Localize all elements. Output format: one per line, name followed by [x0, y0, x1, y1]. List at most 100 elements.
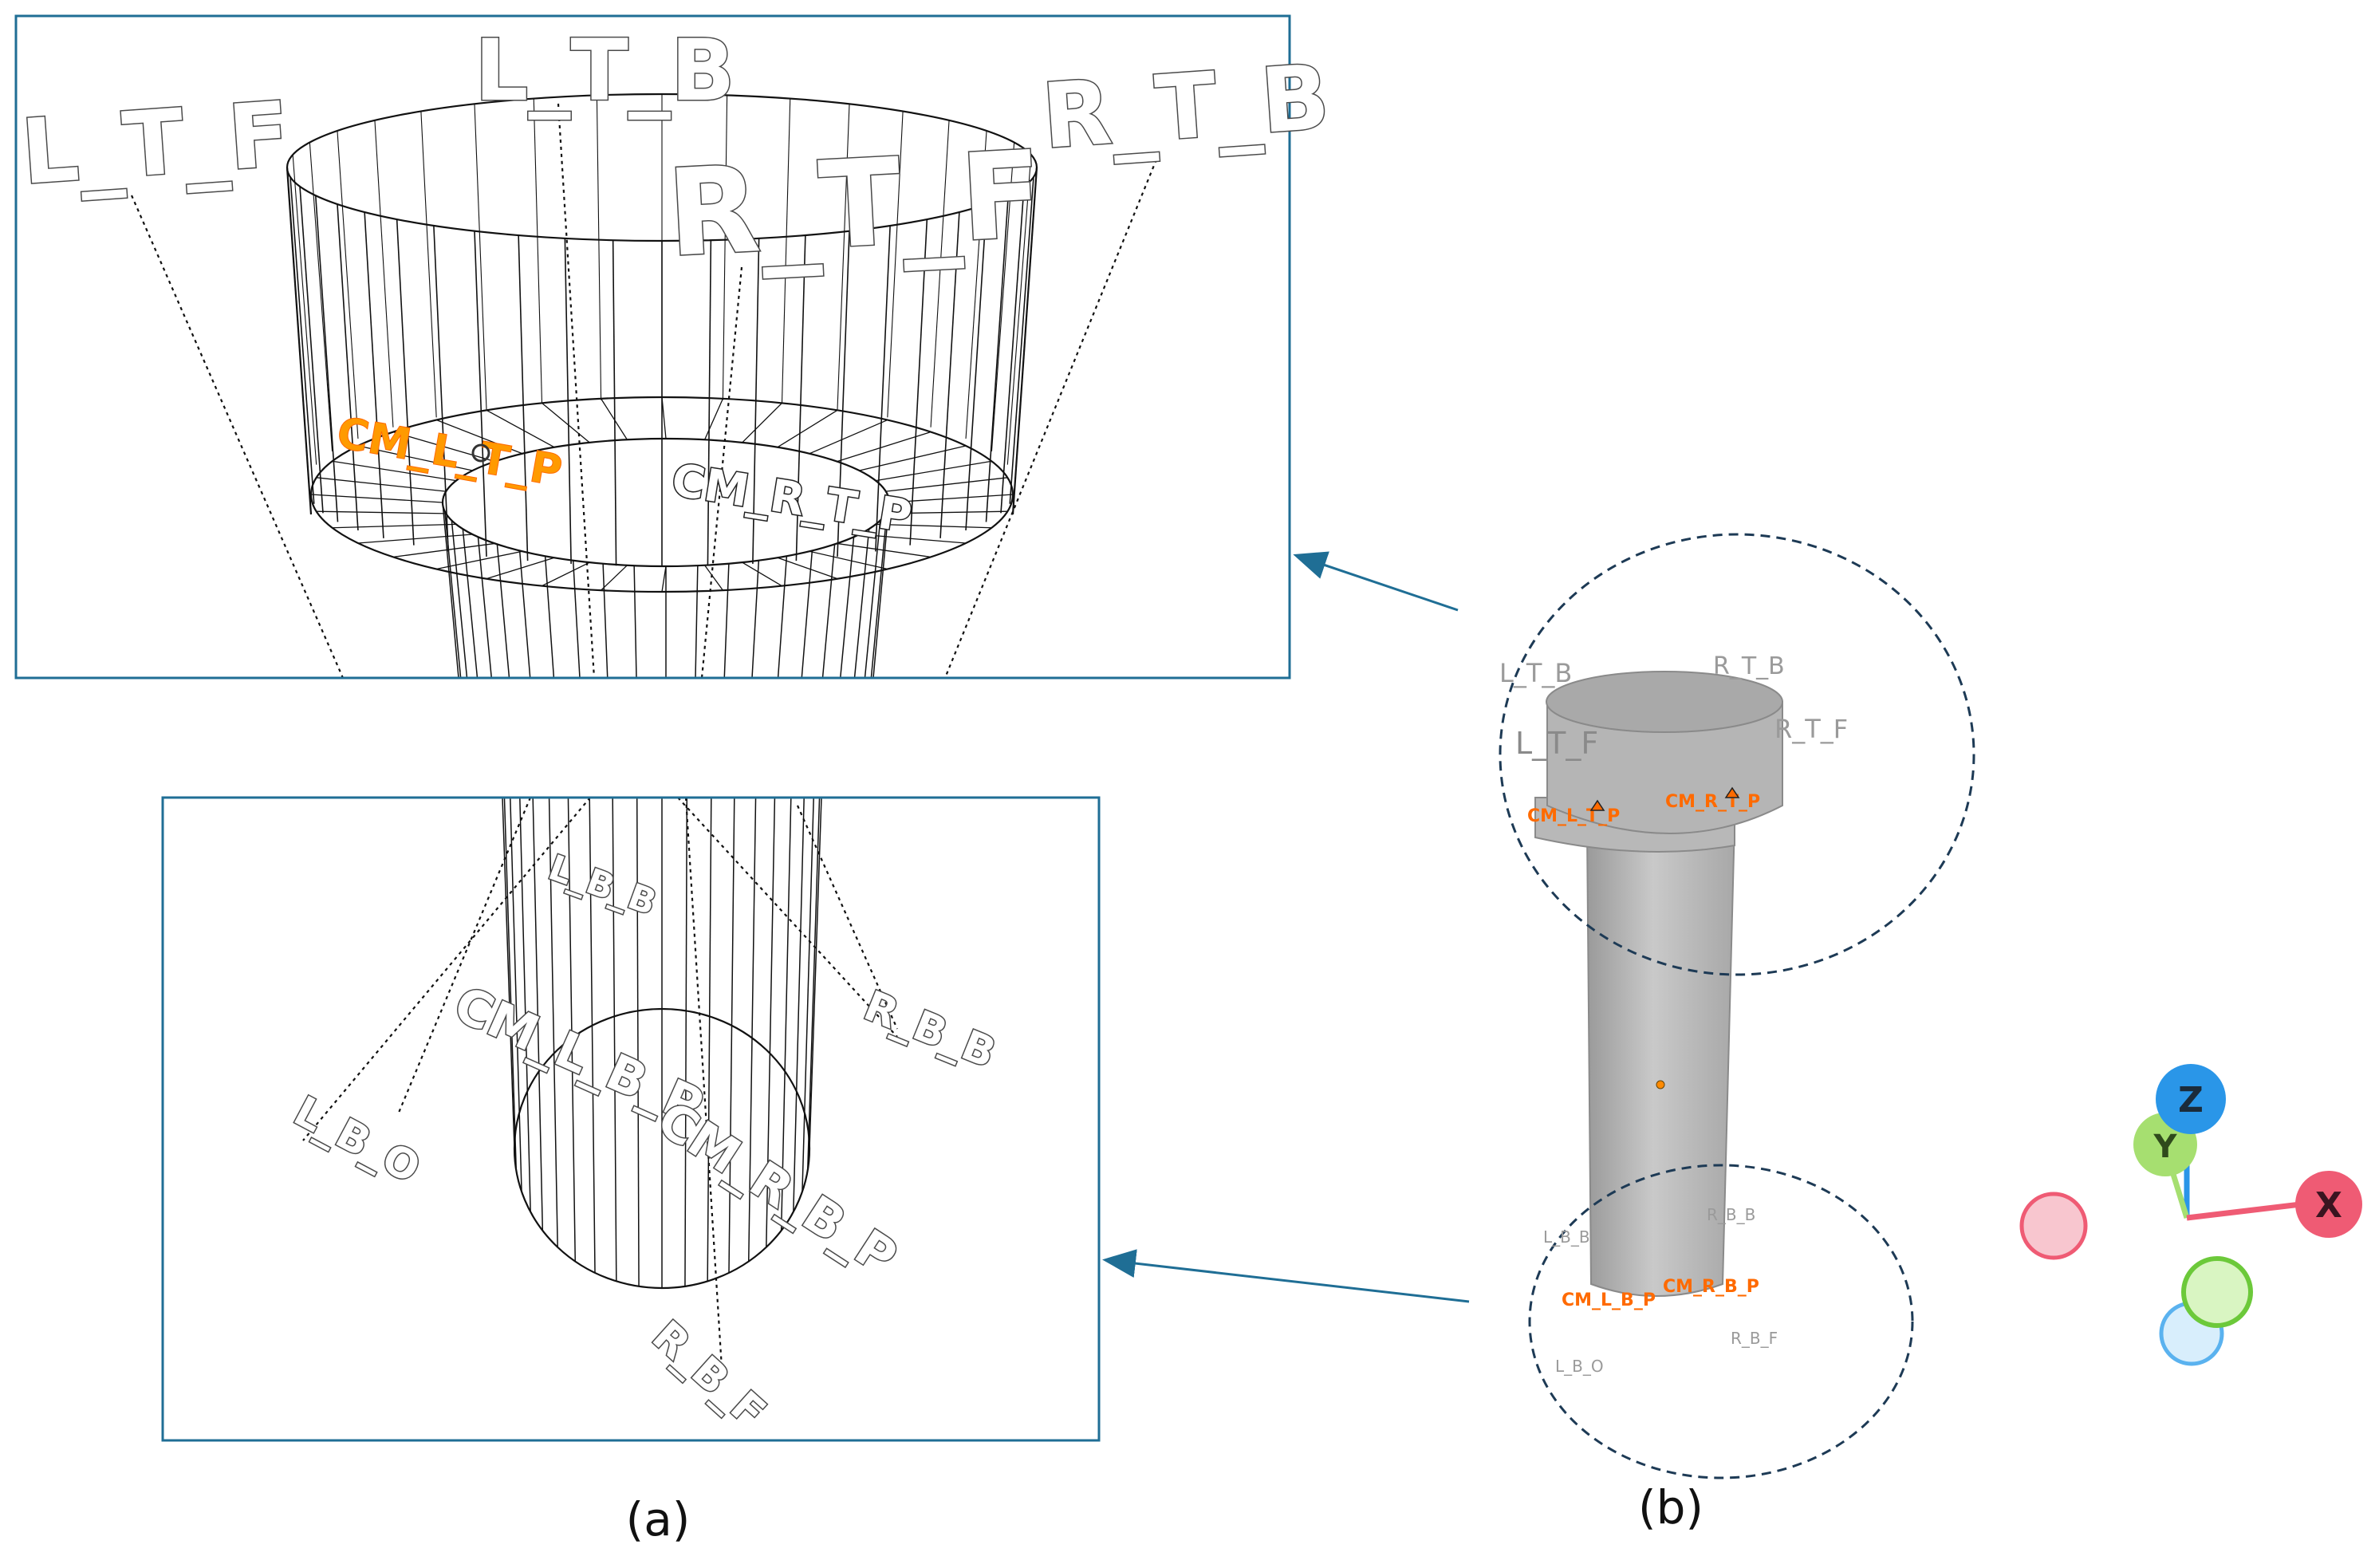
wire-line	[1006, 154, 1032, 465]
wire-line	[533, 98, 543, 404]
wire-line	[548, 798, 558, 1247]
wire-line	[885, 477, 1008, 492]
wire-line	[510, 798, 522, 1192]
model-label-l-b-b: L_B_B	[1543, 1227, 1590, 1247]
label-cm-r-t-p: CM_R_T_P	[668, 455, 916, 544]
label-r-t-b: R_T_B	[1039, 45, 1333, 169]
wire-line	[684, 798, 688, 1286]
wire-line	[518, 550, 531, 678]
marker-triangle-icon	[1724, 786, 1740, 798]
label-l-t-f: L_T_F	[18, 83, 293, 205]
wire-line	[965, 130, 987, 439]
wire-line	[444, 511, 462, 678]
bottom-highlight-circle	[1528, 1164, 1914, 1479]
label-l-t-b: L_T_B	[475, 22, 735, 120]
model-label-r-b-f: R_B_F	[1731, 1329, 1778, 1348]
wire-line	[991, 142, 1015, 451]
center-point-icon	[1656, 1080, 1665, 1089]
wire-line	[837, 431, 932, 463]
x-axis-ball[interactable]	[2295, 1171, 2362, 1238]
wire-line	[781, 98, 791, 404]
wire-line	[567, 798, 577, 1262]
label-l-b-b: L_B_B	[543, 847, 661, 924]
top-panel-frame	[14, 14, 1291, 680]
neg-y-axis-ball[interactable]	[2181, 1256, 2253, 1328]
wire-line	[870, 511, 888, 678]
wire-line	[392, 542, 495, 558]
wire-line	[364, 211, 384, 538]
wire-line	[589, 798, 596, 1273]
wire-line	[872, 502, 890, 678]
cup-wall-lines	[289, 94, 1034, 566]
label-r-t-f: R_T_F	[664, 126, 1046, 284]
wire-line	[780, 798, 792, 1231]
model-label-cm-l-b-p: CM_L_B_P	[1562, 1290, 1656, 1310]
arrow-to-bottom-panel	[1102, 1249, 1470, 1303]
neg-x-axis-ball[interactable]	[2019, 1192, 2088, 1260]
wire-line	[477, 537, 493, 678]
wire-line	[809, 550, 888, 570]
wire-line	[704, 565, 723, 591]
wire-line	[292, 154, 317, 465]
wire-line	[310, 494, 443, 503]
wire-line	[357, 534, 473, 544]
wire-line	[332, 460, 456, 482]
wire-line	[542, 561, 590, 587]
model-label-l-t-b: L_T_B	[1499, 658, 1572, 688]
wire-line	[930, 120, 950, 427]
label-r-b-f: R_B_F	[643, 1312, 774, 1436]
wire-line	[909, 219, 928, 546]
label-l-b-o: L_B_O	[286, 1088, 427, 1193]
wire-line	[337, 203, 359, 531]
wire-line	[661, 565, 667, 593]
wire-line	[309, 142, 333, 451]
bottom-panel-frame	[161, 796, 1101, 1442]
model-label-r-t-b: R_T_B	[1713, 652, 1785, 680]
wire-line	[435, 419, 523, 455]
wire-line	[985, 195, 1010, 522]
wire-line	[502, 798, 515, 1149]
x-axis-label: X	[2315, 1185, 2342, 1226]
wire-line	[707, 240, 712, 566]
wire-line	[601, 565, 628, 591]
top-highlight-circle	[1499, 533, 1975, 976]
wire-line	[572, 560, 581, 678]
wire-line	[723, 563, 730, 678]
wire-line	[707, 798, 712, 1282]
wire-line	[496, 544, 510, 678]
wire-line	[853, 529, 870, 678]
model-label-cm-r-t-p: CM_R_T_P	[1665, 792, 1760, 812]
model-shaft	[1585, 820, 1736, 1297]
wire-line	[518, 234, 529, 561]
wire-line	[751, 560, 760, 678]
wire-line	[1009, 176, 1034, 504]
wire-line	[316, 477, 447, 492]
wire-line	[314, 195, 339, 522]
model-label-cm-r-b-p: CM_R_B_P	[1663, 1277, 1759, 1297]
model-label-cm-l-t-p: CM_L_T_P	[1527, 806, 1620, 826]
bottom-wireframe	[302, 798, 899, 1369]
wire-line	[633, 565, 637, 678]
wire-line	[839, 537, 855, 678]
wire-line	[486, 409, 555, 448]
bottom-zoom-panel: L_B_B R_B_B L_B_O R_B_F CM_L_B_P CM_R_B_…	[161, 796, 1101, 1442]
z-axis-ball[interactable]	[2156, 1064, 2226, 1134]
wire-line	[777, 409, 838, 448]
wire-line	[289, 176, 315, 504]
wire-line	[777, 557, 838, 580]
wire-line	[809, 419, 888, 455]
wire-line	[503, 798, 518, 1171]
wire-line	[420, 111, 437, 418]
wire-line	[661, 396, 667, 439]
wire-line	[601, 398, 628, 440]
wire-line	[357, 445, 473, 471]
wire-line	[442, 502, 459, 678]
wire-line	[747, 798, 757, 1262]
top-zoom-panel: L_T_F L_T_B R_T_F R_T_B CM_L_T_P CM_R_T_…	[14, 14, 1334, 680]
wire-line	[486, 557, 555, 580]
wire-line	[795, 234, 806, 561]
wire-line	[544, 556, 555, 678]
wire-line	[864, 520, 881, 678]
wire-line	[965, 203, 987, 531]
wire-line	[392, 431, 495, 463]
